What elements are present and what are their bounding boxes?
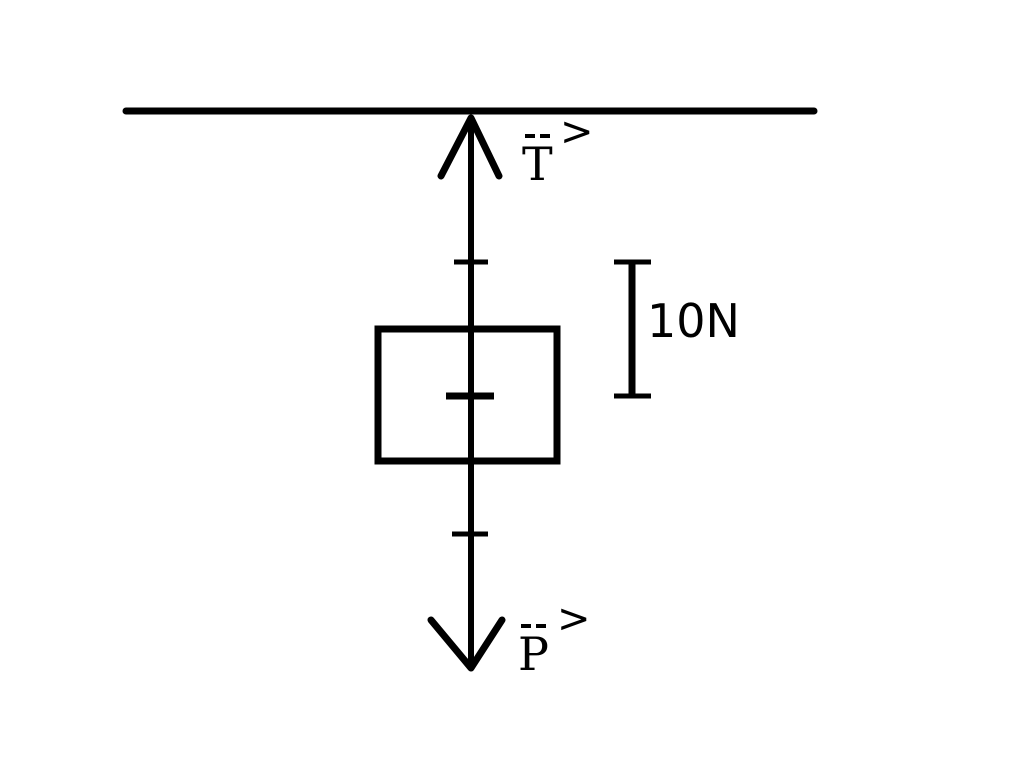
- weight-label: P: [518, 627, 549, 681]
- weight-arrowhead: [427, 616, 506, 672]
- scale-label: 10N: [647, 294, 740, 348]
- hanging-block: [374, 325, 561, 465]
- tension-label: T: [522, 137, 553, 191]
- tension-arrowhead: [437, 114, 503, 180]
- weight-vector-mark: >: [557, 596, 591, 642]
- tension-vector-mark: >: [560, 109, 594, 155]
